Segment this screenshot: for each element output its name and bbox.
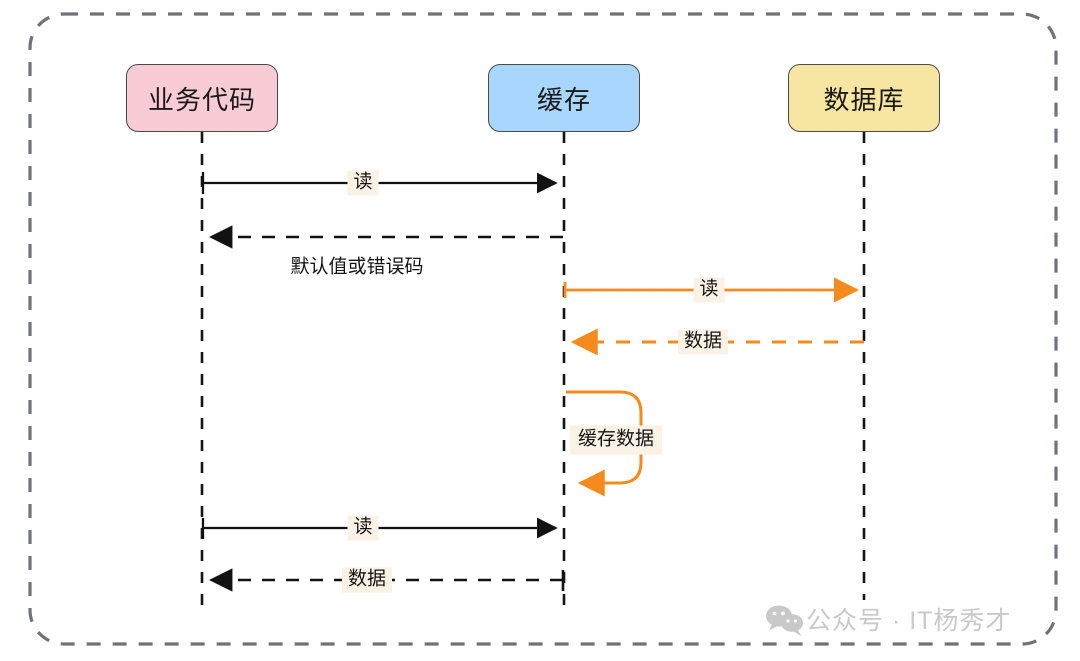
actor-label-database: 数据库 — [823, 84, 905, 115]
actor-box-cache[interactable]: 缓存 — [488, 64, 640, 132]
message-label-read-db: 读 — [693, 277, 725, 303]
message-label-data-db: 数据 — [677, 329, 729, 355]
message-label-cache-data: 缓存数据 — [570, 425, 663, 455]
message-label-data-cache: 数据 — [341, 567, 393, 593]
actor-box-database[interactable]: 数据库 — [788, 64, 940, 132]
message-label-read-1: 读 — [347, 170, 379, 196]
message-label-default-or-error: 默认值或错误码 — [290, 256, 424, 278]
outer-dashed-frame — [28, 12, 1058, 646]
watermark-text: 公众号 · IT杨秀才 — [806, 607, 1012, 635]
actor-label-business: 业务代码 — [147, 84, 256, 115]
watermark: 公众号 · IT杨秀才 — [806, 601, 1011, 637]
message-label-read-2: 读 — [347, 515, 379, 541]
actor-label-cache: 缓存 — [536, 84, 591, 115]
wechat-icon — [766, 605, 803, 636]
actor-box-business[interactable]: 业务代码 — [126, 64, 278, 132]
